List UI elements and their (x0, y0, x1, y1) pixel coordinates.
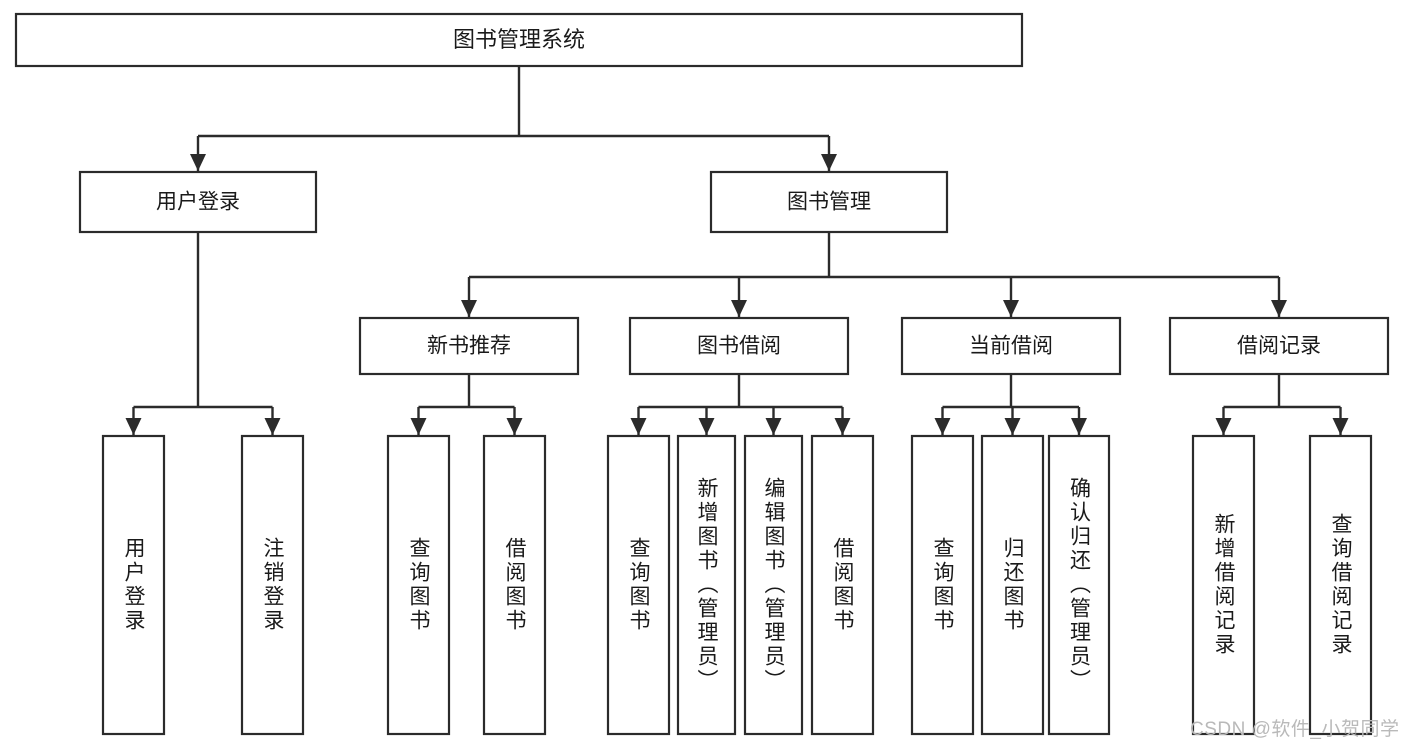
node-leaf-2[interactable] (386, 434, 451, 736)
node-leaf-9[interactable] (980, 434, 1045, 736)
arrow-head-icon (630, 418, 647, 435)
node-level3-1[interactable] (628, 316, 850, 376)
node-level3-3[interactable] (1168, 316, 1390, 376)
node-leaf-4[interactable] (606, 434, 671, 736)
arrow-head-icon (765, 418, 782, 435)
node-leaf-12[interactable] (1308, 434, 1373, 736)
csdn-watermark: CSDN @软件_小贺同学 (1190, 719, 1400, 740)
arrow-head-icon (190, 154, 206, 171)
arrow-head-icon (410, 418, 427, 435)
node-level3-0[interactable] (358, 316, 580, 376)
node-root-label: 图书管理系统 (453, 27, 585, 52)
arrow-head-icon (934, 418, 951, 435)
node-root-图书管理系统[interactable] (14, 12, 1024, 68)
node-leaf-10[interactable] (1047, 434, 1111, 736)
node-leaf-6[interactable] (743, 434, 804, 736)
arrow-head-icon (1071, 418, 1087, 435)
node-leaf-7[interactable] (810, 434, 875, 736)
node-level3-label-2: 当前借阅 (969, 335, 1053, 358)
arrow-head-icon (1332, 418, 1349, 435)
arrow-head-icon (731, 300, 747, 317)
node-level2-label-0: 用户登录 (156, 191, 240, 214)
arrow-head-icon (461, 300, 477, 317)
arrow-head-icon (821, 154, 837, 171)
node-leaf-1[interactable] (240, 434, 305, 736)
node-leaf-0[interactable] (101, 434, 166, 736)
arrow-head-icon (1215, 418, 1232, 435)
node-boxes-layer (14, 12, 1390, 736)
arrow-head-icon (1003, 300, 1019, 317)
arrow-head-icon (506, 418, 523, 435)
node-level2-0[interactable] (78, 170, 318, 234)
node-level3-label-0: 新书推荐 (427, 335, 511, 358)
node-leaf-3[interactable] (482, 434, 547, 736)
arrow-head-icon (1271, 300, 1287, 317)
arrow-head-icon (125, 418, 142, 435)
node-level2-1[interactable] (709, 170, 949, 234)
node-level3-label-1: 图书借阅 (697, 335, 781, 358)
node-level3-label-3: 借阅记录 (1237, 335, 1321, 358)
node-leaf-11[interactable] (1191, 434, 1256, 736)
connector-edges-layer (125, 66, 1349, 435)
node-level2-label-1: 图书管理 (787, 191, 871, 214)
node-leaf-5[interactable] (676, 434, 737, 736)
node-leaf-8[interactable] (910, 434, 975, 736)
node-level3-2[interactable] (900, 316, 1122, 376)
arrow-head-icon (698, 418, 715, 435)
arrow-head-icon (834, 418, 851, 435)
arrow-head-icon (1004, 418, 1021, 435)
arrow-head-icon (264, 418, 281, 435)
